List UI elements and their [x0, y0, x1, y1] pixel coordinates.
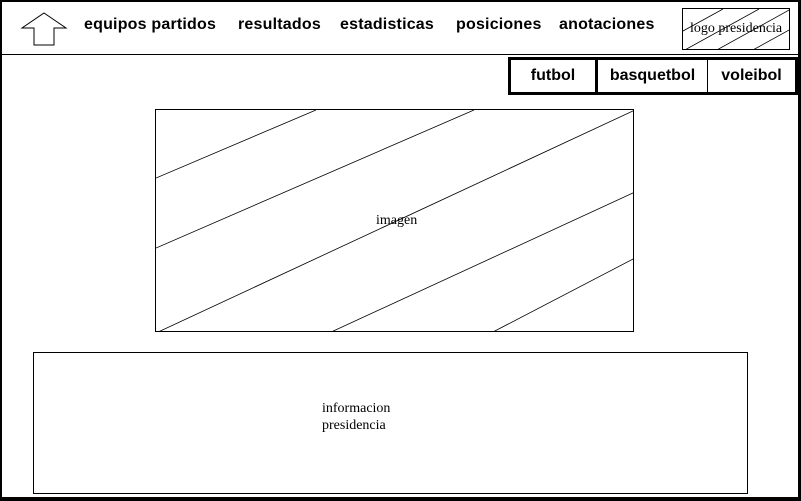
- logo-label: logo presidencia: [690, 21, 783, 36]
- logo-placeholder: logo presidencia: [682, 8, 790, 50]
- sport-tabs: futbol basquetbol voleibol: [508, 57, 798, 95]
- nav-item-estadisticas[interactable]: estadisticas: [340, 16, 435, 33]
- logo-hatch-icon: [683, 9, 789, 49]
- tab-voleibol[interactable]: voleibol: [721, 67, 782, 84]
- image-label: imagen: [376, 213, 418, 228]
- tab-basquetbol[interactable]: basquetbol: [598, 60, 708, 92]
- nav-item-anotaciones[interactable]: anotaciones: [559, 16, 655, 33]
- info-line: informacion: [322, 401, 391, 416]
- info-panel: informacion presidencia: [33, 352, 748, 494]
- image-placeholder: imagen: [155, 109, 634, 332]
- up-arrow-icon[interactable]: [20, 12, 68, 46]
- nav-item-posiciones[interactable]: posiciones: [456, 16, 542, 33]
- info-line: presidencia: [322, 418, 386, 433]
- nav-item-resultados[interactable]: resultados: [238, 16, 321, 33]
- tab-futbol[interactable]: futbol: [511, 60, 598, 92]
- header-bar: equipos partidos resultados estadisticas…: [2, 2, 798, 55]
- info-label: informacion presidencia: [322, 400, 442, 434]
- image-hatch-icon: [156, 110, 633, 331]
- nav-item-equipos-partidos[interactable]: equipos partidos: [84, 16, 217, 33]
